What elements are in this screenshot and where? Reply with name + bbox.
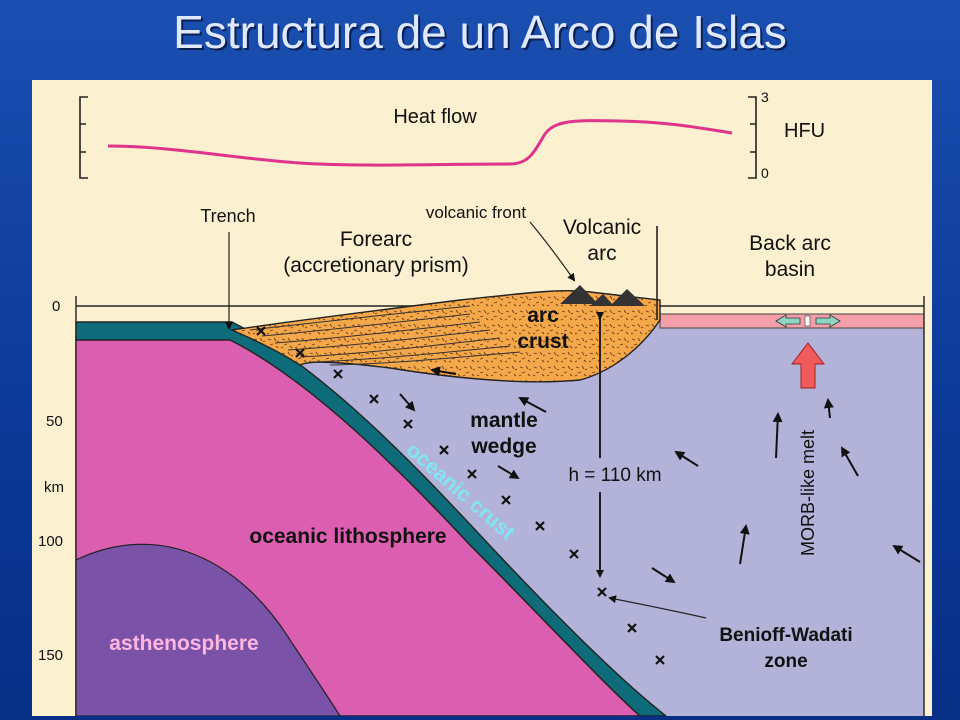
mantle-region: [230, 320, 924, 716]
back-arc-label: Back arc: [749, 232, 831, 255]
mantle-wedge-label: mantle: [470, 409, 538, 432]
oceanic-crust-layer: [75, 321, 668, 716]
arc-crust-region: [229, 290, 661, 383]
arc-crust-label: arc: [527, 304, 559, 327]
heat-flow-min-tick: 0: [761, 165, 769, 181]
volcanic-arc-sublabel: arc: [587, 242, 616, 265]
spreading-arrows: [775, 314, 841, 328]
depth-axis: 0 50 km 100 150: [38, 298, 64, 664]
prism-layering: [249, 305, 521, 366]
label-leaders: [225, 221, 707, 619]
benioff-sublabel: zone: [764, 651, 807, 672]
benioff-label: Benioff-Wadati: [719, 625, 852, 646]
diagram-panel: Heat flow HFU 3 0: [32, 80, 932, 716]
depth-tick-150: 150: [38, 647, 63, 664]
heat-flow-unit: HFU: [784, 120, 825, 142]
back-arc-sublabel: basin: [765, 258, 815, 281]
arc-crust-sublabel: crust: [517, 330, 568, 353]
trench-label: Trench: [200, 206, 255, 226]
slide-title: Estructura de un Arco de Islas: [173, 6, 787, 58]
depth-unit: km: [44, 479, 64, 496]
depth-tick-0: 0: [52, 298, 60, 315]
depth-h-label: h = 110 km: [568, 465, 661, 486]
volcanic-front-label: volcanic front: [426, 203, 526, 222]
morb-melt-label: MORB-like melt: [798, 430, 818, 556]
mantle-flow-arrows: [399, 366, 921, 584]
earthquake-marks: [256, 326, 665, 665]
oceanic-lithosphere-label: oceanic lithosphere: [249, 525, 446, 548]
island-arc-diagram: Heat flow HFU 3 0: [38, 89, 925, 716]
forearc-sublabel: (accretionary prism): [283, 254, 469, 277]
heat-flow-panel: Heat flow HFU 3 0: [79, 89, 825, 181]
heat-flow-max-tick: 3: [761, 89, 769, 105]
heat-flow-curve: [107, 119, 733, 167]
depth-tick-100: 100: [38, 533, 63, 550]
forearc-label: Forearc: [340, 228, 412, 251]
mantle-wedge-sublabel: wedge: [470, 435, 536, 458]
volcano-icons: [560, 285, 645, 306]
depth-tick-50: 50: [46, 413, 63, 430]
asthenosphere-label: asthenosphere: [109, 632, 258, 655]
heat-flow-title: Heat flow: [393, 106, 477, 128]
morb-melt-arrow: [790, 342, 826, 389]
volcanic-arc-label: Volcanic: [563, 216, 641, 239]
asthenosphere-region: [75, 543, 341, 716]
